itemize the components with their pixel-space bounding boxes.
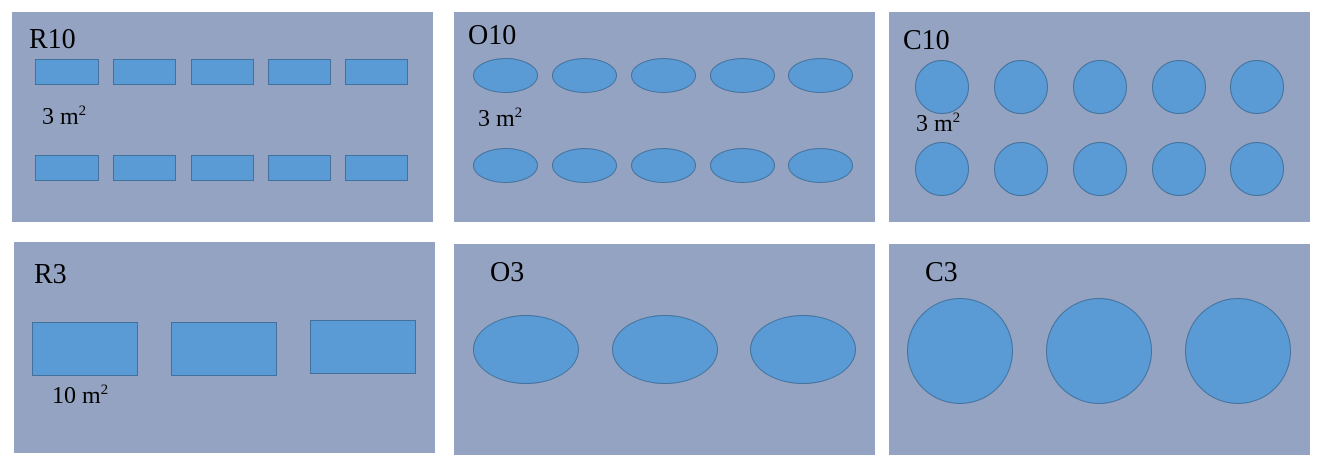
- ellipse-shape: [473, 315, 579, 384]
- rectangle-shape: [268, 59, 331, 85]
- ellipse-shape: [788, 148, 853, 183]
- area-exponent: 2: [100, 382, 109, 398]
- rectangle-shape: [191, 59, 254, 85]
- ellipse-shape: [788, 58, 853, 93]
- ellipse-shape: [631, 148, 696, 183]
- circle-shape: [1073, 142, 1127, 196]
- panel-c10: C10 3 m2: [889, 12, 1310, 222]
- circle-shape: [1230, 60, 1284, 114]
- circle-shape: [1152, 60, 1206, 114]
- circle-shape: [1152, 142, 1206, 196]
- rectangle-shape: [191, 155, 254, 181]
- panel-c10-area-label: 3 m2: [916, 110, 961, 137]
- panel-c3: C3: [889, 244, 1310, 455]
- area-exponent: 2: [952, 110, 961, 126]
- ellipse-shape: [631, 58, 696, 93]
- ellipse-shape: [552, 148, 617, 183]
- rectangle-shape: [268, 155, 331, 181]
- circle-shape: [1046, 298, 1152, 404]
- panel-o10-area-label: 3 m2: [478, 105, 523, 132]
- ellipse-shape: [473, 148, 538, 183]
- circle-shape: [994, 142, 1048, 196]
- rectangle-shape: [171, 322, 277, 376]
- area-value: 3 m: [42, 104, 79, 130]
- ellipse-shape: [710, 58, 775, 93]
- ellipse-shape: [710, 148, 775, 183]
- rectangle-shape: [35, 155, 99, 181]
- circle-shape: [915, 60, 969, 114]
- rectangle-shape: [345, 59, 408, 85]
- ellipse-shape: [750, 315, 856, 384]
- rectangle-shape: [113, 59, 176, 85]
- panel-r10: R10 3 m2: [12, 12, 433, 222]
- panel-o10-label: O10: [468, 20, 517, 51]
- circle-shape: [1230, 142, 1284, 196]
- panel-r10-area-label: 3 m2: [42, 103, 87, 130]
- area-value: 3 m: [478, 106, 515, 132]
- rectangle-shape: [345, 155, 408, 181]
- panel-r3: R3 10 m2: [14, 242, 435, 453]
- panel-r10-label: R10: [29, 24, 76, 55]
- area-value: 10 m: [52, 383, 101, 409]
- rectangle-shape: [310, 320, 416, 374]
- circle-shape: [915, 142, 969, 196]
- panel-r3-label: R3: [34, 259, 67, 290]
- rectangle-shape: [35, 59, 99, 85]
- ellipse-shape: [612, 315, 718, 384]
- circle-shape: [1185, 298, 1291, 404]
- panel-o3-label: O3: [490, 257, 525, 288]
- panel-o10: O10 3 m2: [454, 12, 875, 222]
- rectangle-shape: [113, 155, 176, 181]
- area-exponent: 2: [78, 103, 87, 119]
- ellipse-shape: [473, 58, 538, 93]
- panel-o3: O3: [454, 244, 875, 455]
- ellipse-shape: [552, 58, 617, 93]
- circle-shape: [1073, 60, 1127, 114]
- panel-c10-label: C10: [903, 25, 950, 56]
- rectangle-shape: [32, 322, 138, 376]
- panel-r3-area-label: 10 m2: [52, 382, 109, 409]
- circle-shape: [907, 298, 1013, 404]
- circle-shape: [994, 60, 1048, 114]
- area-exponent: 2: [514, 105, 523, 121]
- panel-c3-label: C3: [925, 257, 958, 288]
- area-value: 3 m: [916, 111, 953, 137]
